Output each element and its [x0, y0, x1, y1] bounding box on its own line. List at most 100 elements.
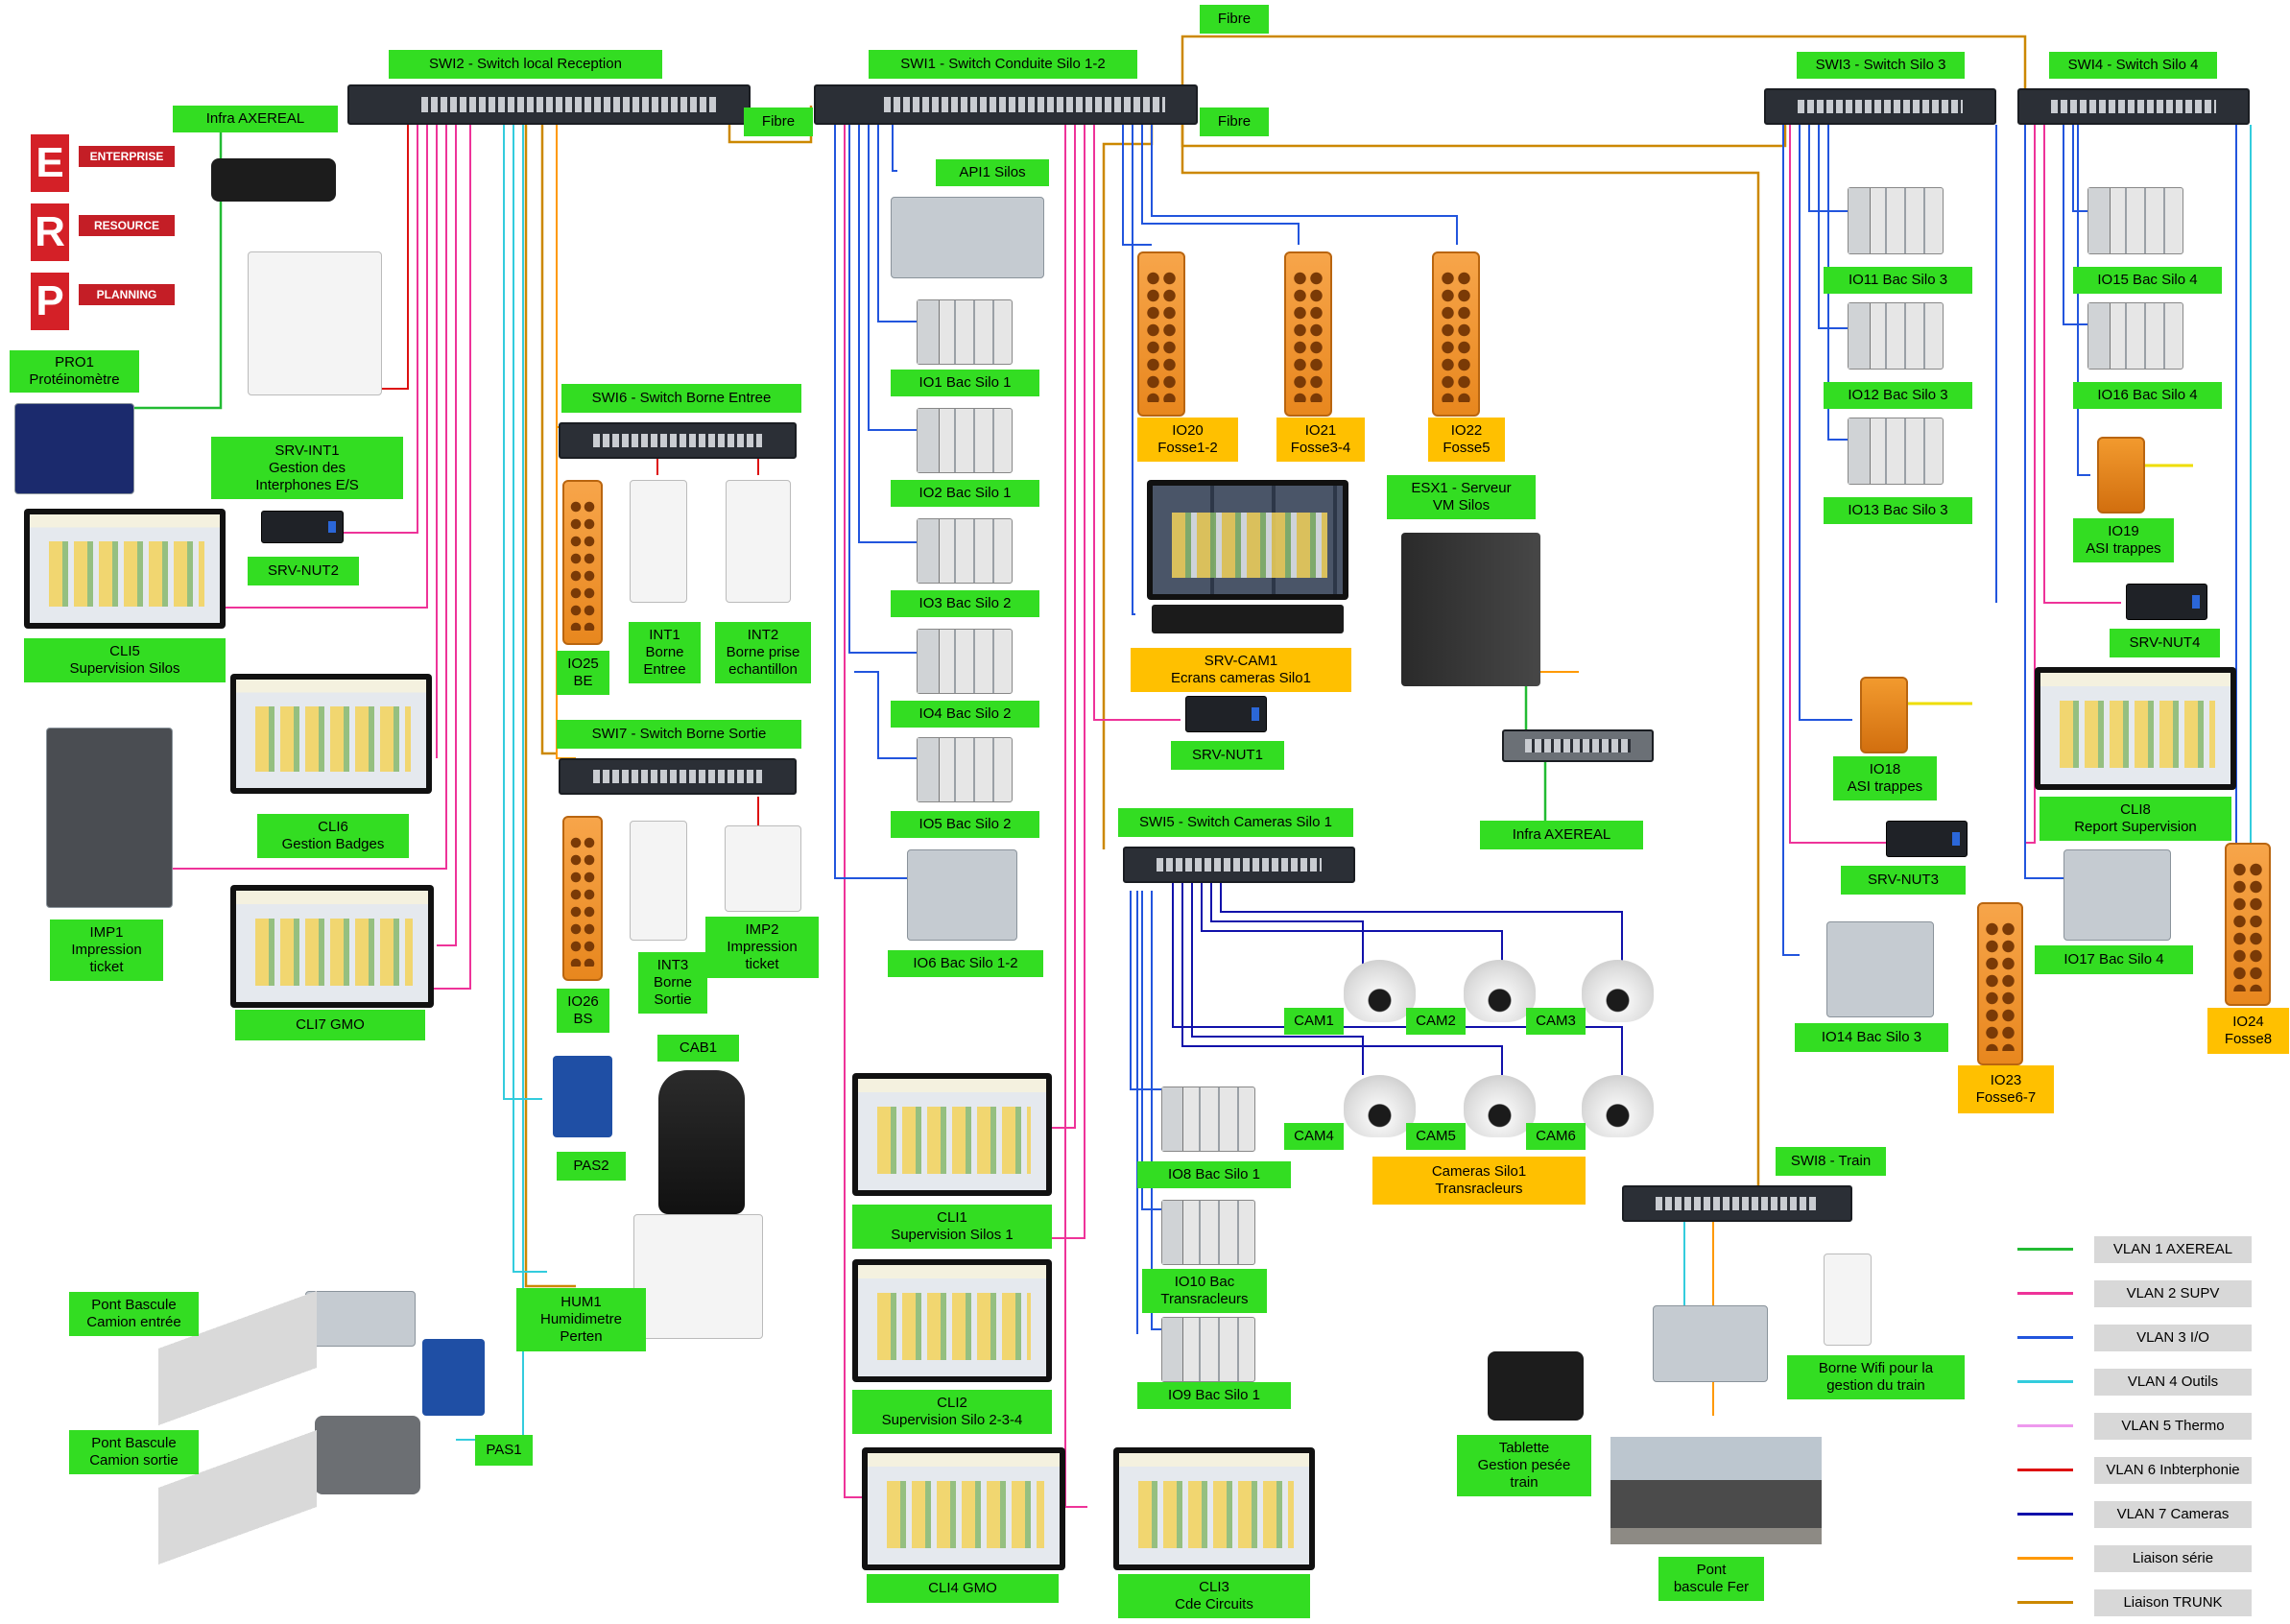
- legend-label: VLAN 2 SUPV: [2094, 1280, 2252, 1307]
- legend-item: Liaison TRUNK: [2017, 1589, 2255, 1616]
- legend-label: VLAN 3 I/O: [2094, 1325, 2252, 1351]
- cli6-screen: [230, 674, 432, 794]
- cli4-screen: [862, 1447, 1065, 1570]
- imp2-printer: [725, 825, 801, 912]
- legend-label: VLAN 5 Thermo: [2094, 1413, 2252, 1440]
- switch-swi5: [1123, 847, 1355, 883]
- vlan2-links: [173, 125, 2121, 1508]
- erp-letter-e: E: [31, 134, 69, 192]
- label-swi2: SWI2 - Switch local Reception: [389, 50, 662, 79]
- io22-module: [1432, 251, 1480, 417]
- train-scale-display: [1653, 1305, 1768, 1382]
- label-cam1: CAM1: [1284, 1008, 1344, 1035]
- pont-entree-display: [305, 1291, 416, 1347]
- int1-intercom: [630, 480, 687, 603]
- label-io15: IO15 Bac Silo 4: [2073, 267, 2222, 294]
- label-fibre-right: Fibre: [1200, 107, 1269, 136]
- label-cab1: CAB1: [657, 1035, 739, 1062]
- label-io4: IO4 Bac Silo 2: [891, 701, 1039, 728]
- hum1-device: [633, 1214, 763, 1339]
- srv-nut1-device: [1185, 696, 1267, 732]
- train-photo: [1610, 1437, 1822, 1544]
- switch-infra-axereal: [1502, 729, 1654, 762]
- cli3-screen: [1113, 1447, 1315, 1570]
- label-swi8: SWI8 - Train: [1776, 1147, 1886, 1176]
- cli2-screen: [852, 1259, 1052, 1382]
- switch-swi8: [1622, 1185, 1852, 1222]
- io20-module: [1137, 251, 1185, 417]
- io3-block: [917, 518, 1013, 584]
- cam2-dome: [1464, 960, 1536, 1022]
- label-cam2: CAM2: [1406, 1008, 1466, 1035]
- io26-module: [562, 816, 603, 981]
- legend-line: [2017, 1513, 2073, 1516]
- switch-swi2: [347, 84, 751, 125]
- api1-plc: [891, 197, 1044, 278]
- legend-item: Liaison série: [2017, 1545, 2255, 1572]
- label-io14: IO14 Bac Silo 3: [1795, 1023, 1948, 1052]
- label-io8: IO8 Bac Silo 1: [1137, 1161, 1291, 1188]
- label-io12: IO12 Bac Silo 3: [1824, 382, 1972, 409]
- srv-nut4-device: [2126, 584, 2207, 620]
- io14-plc: [1826, 921, 1934, 1017]
- label-io11: IO11 Bac Silo 3: [1824, 267, 1972, 294]
- legend-label: VLAN 6 Inbterphonie: [2094, 1457, 2252, 1484]
- legend-item: VLAN 7 Cameras: [2017, 1501, 2255, 1528]
- io6-plc: [907, 849, 1017, 941]
- legend-line: [2017, 1424, 2073, 1427]
- label-srv-nut1: SRV-NUT1: [1171, 741, 1284, 770]
- label-fibre-left: Fibre: [744, 107, 813, 136]
- legend-item: VLAN 4 Outils: [2017, 1369, 2255, 1396]
- erp-letter-p: P: [31, 273, 69, 330]
- legend-item: VLAN 1 AXEREAL: [2017, 1236, 2255, 1263]
- label-io2: IO2 Bac Silo 1: [891, 480, 1039, 507]
- erp-sign-planning: PLANNING: [79, 284, 175, 305]
- switch-swi4: [2017, 88, 2250, 125]
- esx1-server: [1401, 533, 1540, 686]
- srv-nut2-device: [261, 511, 344, 543]
- label-srv-nut3: SRV-NUT3: [1841, 866, 1966, 895]
- int2-intercom: [726, 480, 791, 603]
- label-io9: IO9 Bac Silo 1: [1137, 1382, 1291, 1409]
- pont-sortie-display: [315, 1416, 420, 1494]
- legend-item: VLAN 2 SUPV: [2017, 1280, 2255, 1307]
- io1-block: [917, 299, 1013, 365]
- label-swi1: SWI1 - Switch Conduite Silo 1-2: [869, 50, 1137, 79]
- pas2-device: [553, 1056, 612, 1137]
- io25-module: [562, 480, 603, 645]
- legend-label: VLAN 4 Outils: [2094, 1369, 2252, 1396]
- srv-nut3-device: [1886, 821, 1968, 857]
- label-fibre-top: Fibre: [1200, 5, 1269, 34]
- cam4-dome: [1344, 1075, 1416, 1137]
- legend-item: VLAN 3 I/O: [2017, 1325, 2255, 1351]
- cab1-scanner: [658, 1070, 745, 1214]
- cam5-dome: [1464, 1075, 1536, 1137]
- io23-module: [1977, 902, 2023, 1065]
- io13-block: [1848, 418, 1944, 485]
- io15-block: [2087, 187, 2183, 254]
- router-infra-axereal: [211, 158, 336, 202]
- label-io17: IO17 Bac Silo 4: [2035, 945, 2193, 974]
- vlan3-links: [834, 125, 2237, 1334]
- label-cam3: CAM3: [1526, 1008, 1586, 1035]
- legend-line: [2017, 1380, 2073, 1383]
- borne-wifi-device: [1824, 1254, 1872, 1346]
- label-cli4: CLI4 GMO: [867, 1574, 1059, 1603]
- label-api1: API1 Silos: [936, 159, 1049, 186]
